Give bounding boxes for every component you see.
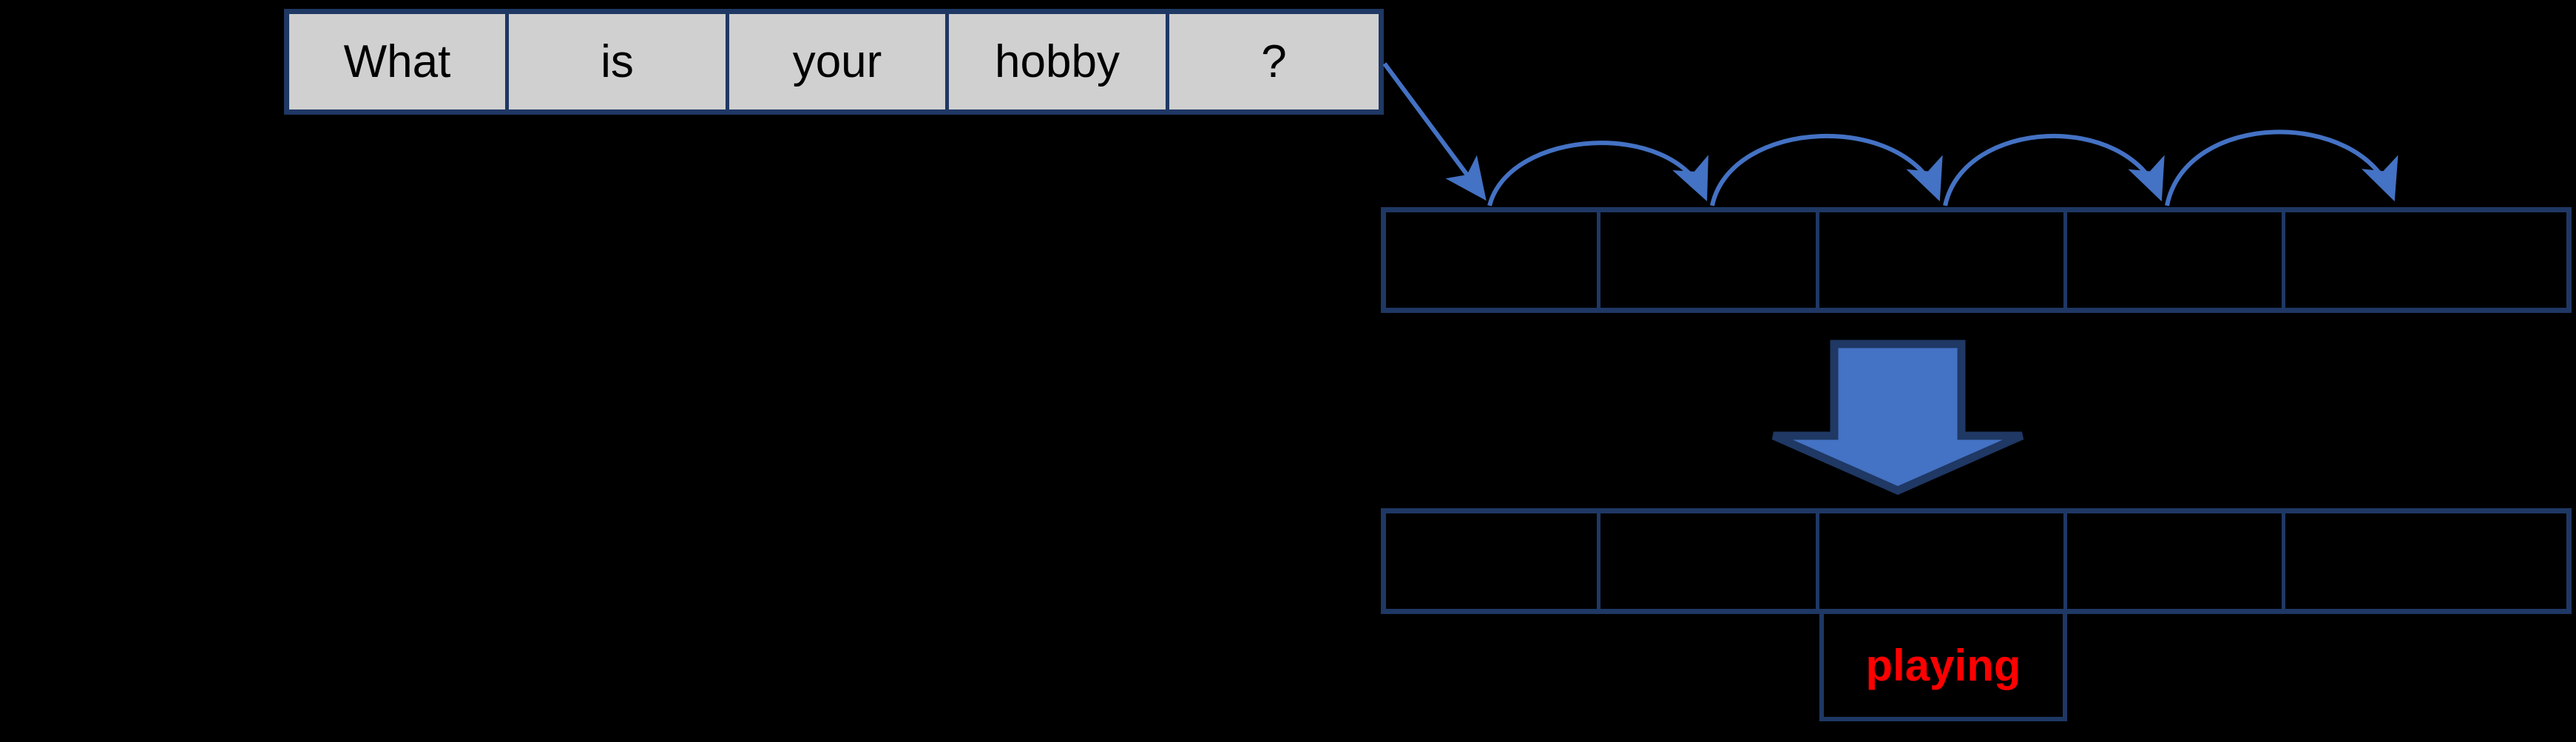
source-cell-0[interactable]: What xyxy=(289,14,509,109)
decoder-input-cell-2[interactable] xyxy=(1819,212,2067,308)
source-cell-label-4: ? xyxy=(1261,36,1287,87)
feed-arc-0-to-1 xyxy=(1487,141,1708,206)
prediction-label: playing xyxy=(1865,640,2021,690)
source-cell-label-0: What xyxy=(343,36,451,87)
decoder-input-cell-3[interactable] xyxy=(2067,212,2285,308)
prediction-cell[interactable]: playing xyxy=(1819,614,2067,721)
decoder-input-cell-4[interactable] xyxy=(2285,212,2566,308)
source-cell-3[interactable]: hobby xyxy=(949,14,1169,109)
source-cell-label-1: is xyxy=(601,36,634,87)
feed-arc-1-to-2 xyxy=(1710,134,1943,206)
decoder-input-cell-1[interactable] xyxy=(1600,212,1819,308)
feed-arc-3-to-4 xyxy=(2165,129,2398,206)
source-cell-1[interactable]: is xyxy=(509,14,729,109)
decoder-output-cell-3[interactable] xyxy=(2067,513,2285,609)
feed-arc-2-to-3 xyxy=(1943,134,2165,206)
source-cell-label-2: your xyxy=(792,36,882,87)
source-cell-4[interactable]: ? xyxy=(1169,14,1379,109)
decoder-input-cell-0[interactable] xyxy=(1386,212,1600,308)
decoder-output-cell-0[interactable] xyxy=(1386,513,1600,609)
decoder-output-cell-4[interactable] xyxy=(2285,513,2566,609)
source-sentence-table: What is your hobby ? xyxy=(284,9,1384,115)
decoder-input-table xyxy=(1381,207,2572,313)
source-cell-label-3: hobby xyxy=(995,36,1120,87)
down-block-arrow xyxy=(1771,340,2024,496)
decoder-output-cell-1[interactable] xyxy=(1600,513,1819,609)
feed-arrow-straight xyxy=(1382,62,1487,201)
decoder-output-cell-2[interactable] xyxy=(1819,513,2067,609)
source-cell-2[interactable]: your xyxy=(729,14,949,109)
decoder-output-table xyxy=(1381,508,2572,614)
